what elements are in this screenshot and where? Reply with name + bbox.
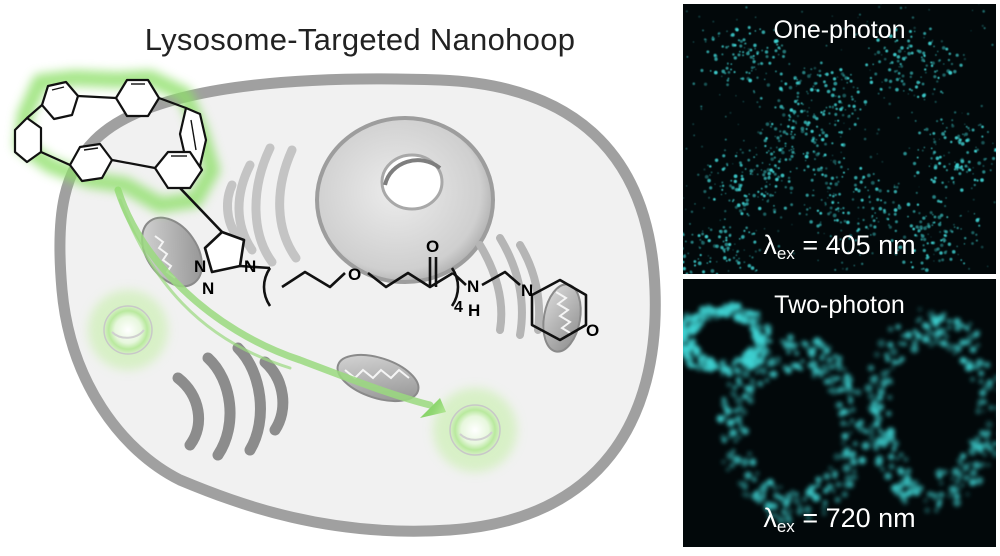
figure-title: Lysosome-Targeted Nanohoop [60,22,660,58]
one-photon-wavelength: = 405 nm [795,230,916,260]
repeat-count: 4 [454,299,463,316]
atom-nh-n: N [467,277,479,296]
two-photon-image-panel: Two-photon λex = 720 nm [683,279,996,547]
atom-nh-h: H [468,301,480,320]
two-photon-speckles [683,301,996,524]
one-photon-excitation: λex = 405 nm [683,230,996,264]
two-photon-lambda: λ [763,503,777,533]
schematic-area: Lysosome-Targeted Nanohoop [0,0,680,551]
two-photon-label: Two-photon [683,291,996,320]
nucleus [317,118,493,282]
one-photon-lambda: λ [763,230,777,260]
atom-n2: N [202,279,214,298]
atom-o-carbonyl: O [426,237,439,256]
one-photon-label: One-photon [683,16,996,45]
two-photon-excitation: λex = 720 nm [683,503,996,537]
cell-schematic: N N N O 4 O N H N O [0,0,680,551]
atom-n-amine: N [521,281,533,300]
two-photon-lambda-sub: ex [777,517,795,536]
lysosome-left [88,290,168,370]
two-photon-wavelength: = 720 nm [795,503,916,533]
atom-o-ether: O [348,265,361,284]
atom-n1: N [194,257,206,276]
one-photon-lambda-sub: ex [777,244,795,263]
atom-o-morpholine: O [586,321,599,340]
one-photon-image-panel: One-photon λex = 405 nm [683,4,996,274]
lysosome-right [433,388,517,472]
atom-n3: N [244,257,256,276]
